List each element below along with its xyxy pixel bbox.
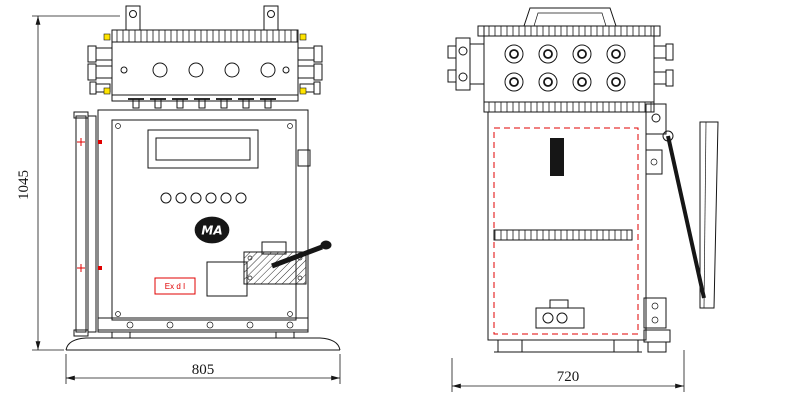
indicator-lights xyxy=(160,192,247,204)
dimension-height: 1045 xyxy=(16,15,120,351)
top-flange xyxy=(111,29,299,43)
side-left-bracket xyxy=(447,37,484,91)
yellow-markers xyxy=(103,33,307,95)
red-cross-markers xyxy=(77,138,102,272)
warning-label-text: Ex d I xyxy=(165,282,185,291)
side-right-mechanism xyxy=(643,103,719,353)
cabinet-body xyxy=(97,109,309,331)
terminal-rail-strip xyxy=(493,229,633,241)
side-top-plate xyxy=(477,25,661,37)
cable-glands-right xyxy=(297,45,323,95)
left-foot xyxy=(497,339,523,353)
side-panel xyxy=(699,121,719,309)
handle-knob xyxy=(320,240,332,250)
side-lower-flange xyxy=(483,101,655,113)
left-rails xyxy=(73,111,102,337)
dimension-front-width-text: 805 xyxy=(192,362,215,378)
handle-assembly xyxy=(243,240,332,285)
dimension-front-width: 805 xyxy=(65,354,341,384)
dimension-side-width: 720 xyxy=(451,350,685,392)
ma-badge-text: MA xyxy=(201,224,222,238)
right-foot xyxy=(613,339,639,353)
side-view xyxy=(447,7,719,353)
door-outline-dashed xyxy=(493,127,639,335)
bottom-internal-assembly xyxy=(535,299,585,329)
side-body xyxy=(487,111,647,353)
side-right-stubs xyxy=(653,43,674,87)
ma-badge: MA xyxy=(194,216,230,244)
right-hinge xyxy=(297,149,311,167)
skid-base xyxy=(65,331,341,351)
bottom-bar xyxy=(97,317,309,333)
handle-lever xyxy=(271,244,323,269)
cable-clamp-row xyxy=(111,94,299,109)
dimension-height-text: 1045 xyxy=(16,170,32,200)
warning-label: Ex d I xyxy=(154,277,196,295)
front-view: MA Ex d I xyxy=(65,5,341,351)
side-lever-arm xyxy=(666,135,706,299)
dimension-side-width-text: 720 xyxy=(557,369,580,385)
display-window xyxy=(147,129,259,169)
internal-component-dark xyxy=(550,138,564,176)
bushing-circles xyxy=(504,44,626,92)
t-clamp xyxy=(128,98,276,109)
